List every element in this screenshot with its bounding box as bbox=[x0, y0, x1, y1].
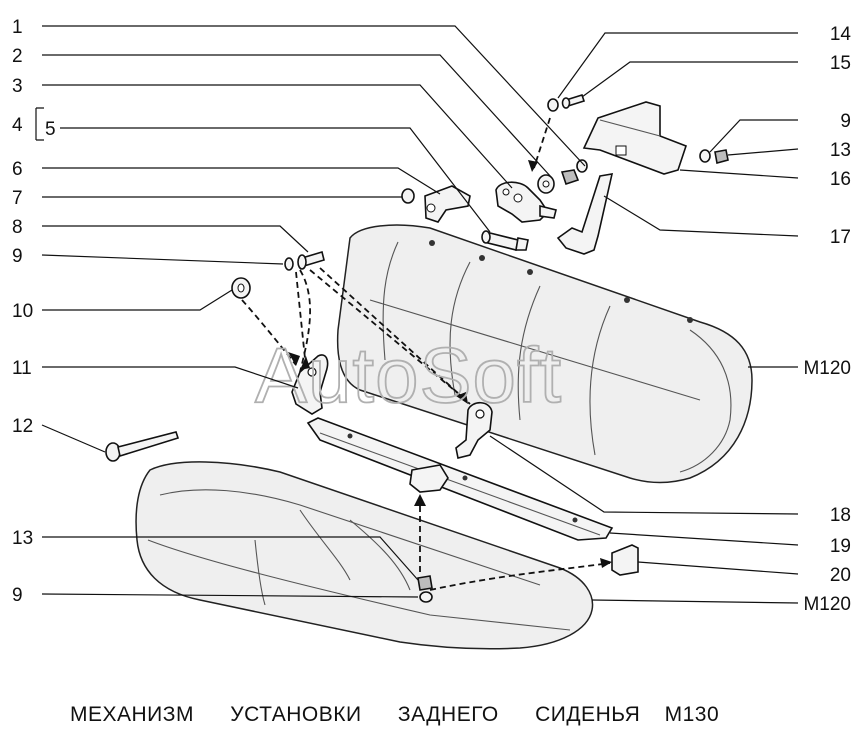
washer-9-lower bbox=[419, 591, 433, 603]
watermark: AutoSoft bbox=[255, 331, 562, 419]
washer-9-right bbox=[699, 149, 711, 163]
leader-lines bbox=[35, 25, 799, 604]
callout-13-right: 13 bbox=[830, 140, 851, 161]
callouts-right: 14 15 9 13 16 17 М120 18 19 20 М120 bbox=[803, 24, 851, 615]
callout-18: 18 bbox=[830, 505, 851, 526]
callout-4: 4 bbox=[12, 115, 23, 136]
plate-6 bbox=[424, 185, 471, 223]
callouts-left: 1 2 3 4 5 6 7 8 9 10 11 12 13 9 bbox=[12, 17, 56, 606]
callout-14: 14 bbox=[830, 24, 852, 45]
callout-11: 11 bbox=[12, 358, 32, 379]
callout-1: 1 bbox=[12, 17, 23, 38]
washer-10 bbox=[231, 277, 251, 299]
callout-8: 8 bbox=[12, 217, 23, 238]
nut-13-right bbox=[714, 149, 729, 165]
small-bracket bbox=[611, 544, 639, 576]
washer-14 bbox=[547, 98, 559, 112]
caption-word-2: УСТАНОВКИ bbox=[230, 703, 362, 726]
callout-5: 5 bbox=[45, 119, 56, 140]
callout-9-right: 9 bbox=[840, 111, 851, 132]
callout-10: 10 bbox=[12, 301, 33, 322]
callout-2: 2 bbox=[12, 46, 23, 67]
washer-2 bbox=[537, 174, 555, 194]
pivot-pin-5 bbox=[481, 230, 529, 251]
callout-9-lower: 9 bbox=[12, 585, 23, 606]
assembly-arrows bbox=[241, 117, 612, 591]
callout-17: 17 bbox=[830, 227, 851, 248]
cross-beam bbox=[306, 417, 614, 541]
callout-20: 20 bbox=[830, 565, 851, 586]
nut-13-lower bbox=[417, 575, 433, 591]
seat-bottom-cushion bbox=[135, 461, 594, 650]
callout-12: 12 bbox=[12, 416, 33, 437]
callout-m120-back: М120 bbox=[803, 358, 851, 379]
callout-6: 6 bbox=[12, 159, 23, 180]
lever-17 bbox=[556, 173, 614, 255]
callout-13-lower: 13 bbox=[12, 528, 33, 549]
housing-16 bbox=[582, 101, 688, 175]
diagram-caption: МЕХАНИЗМ УСТАНОВКИ ЗАДНЕГО СИДЕНЬЯ М130 bbox=[70, 703, 749, 727]
caption-word-3: ЗАДНЕГО bbox=[397, 703, 499, 726]
bolt-15 bbox=[561, 94, 586, 109]
hinge-mechanism-3 bbox=[495, 181, 557, 223]
callout-16: 16 bbox=[830, 169, 851, 190]
caption-word-1: МЕХАНИЗМ bbox=[70, 703, 194, 726]
caption-word-4: СИДЕНЬЯ bbox=[535, 703, 641, 726]
callout-19: 19 bbox=[830, 536, 851, 557]
nut-1 bbox=[560, 159, 588, 186]
bolt-8 bbox=[284, 250, 325, 271]
caption-model: М130 bbox=[664, 703, 720, 726]
callout-3: 3 bbox=[12, 76, 23, 97]
right-hinge-bracket bbox=[455, 401, 493, 459]
long-bolt bbox=[105, 431, 180, 462]
seat-back-cushion bbox=[336, 224, 753, 484]
callout-m120-bottom: М120 bbox=[803, 594, 851, 615]
callout-9-upper: 9 bbox=[12, 246, 23, 267]
callout-15: 15 bbox=[830, 53, 851, 74]
left-hinge-bracket bbox=[291, 354, 329, 415]
callout-7: 7 bbox=[12, 188, 23, 209]
washer-7 bbox=[401, 188, 415, 204]
